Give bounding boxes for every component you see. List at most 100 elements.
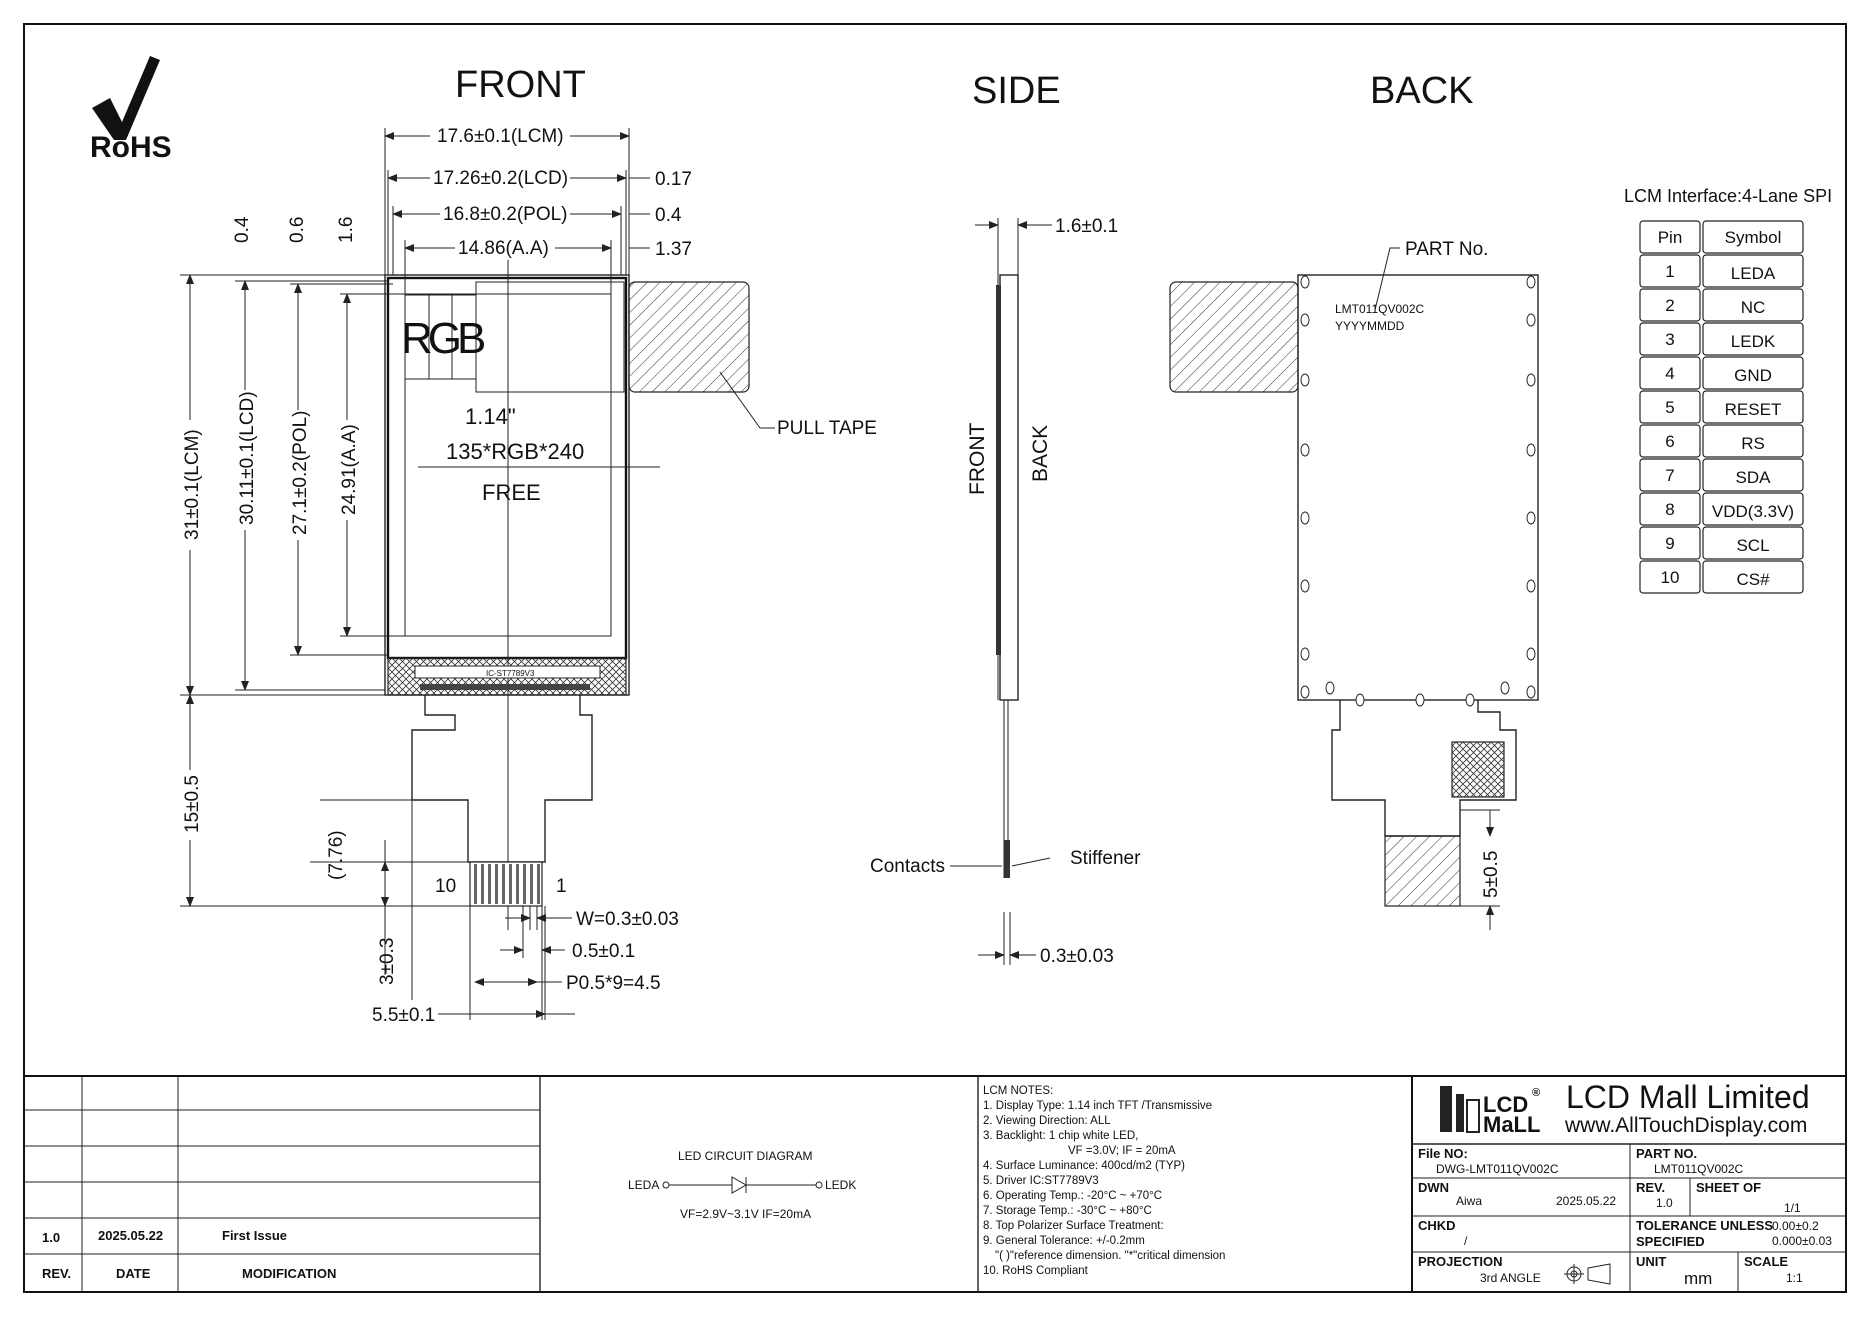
pixel-zoom-box [475, 281, 625, 393]
mounting-hole [1526, 685, 1536, 699]
mounting-hole [1300, 685, 1310, 699]
contacts-label: Contacts [870, 856, 945, 877]
note-line: 8. Top Polarizer Surface Treatment: [983, 1220, 1164, 1232]
symbol-cell [1702, 526, 1804, 560]
unit-label: UNIT [1636, 1254, 1666, 1269]
stiffener-label: Stiffener [1070, 848, 1141, 869]
rev-header: REV. [42, 1266, 71, 1281]
rev-block-label: REV. [1636, 1180, 1665, 1195]
pin-10-label: 10 [435, 876, 456, 897]
pin-symbol: GND [1734, 366, 1772, 385]
pin-cell [1639, 390, 1701, 424]
part-no-block-label: PART NO. [1636, 1146, 1697, 1161]
viewing-label: FREE [482, 480, 541, 505]
fpc-contact-pad [495, 864, 498, 904]
third-angle-projection-icon [1564, 1263, 1611, 1285]
logo-mall: MaLL [1483, 1112, 1540, 1137]
pin-number: 9 [1665, 534, 1674, 553]
back-pull-tape [1169, 281, 1299, 393]
pin-symbol: LEDA [1731, 264, 1776, 283]
check-mark-icon [92, 56, 160, 140]
notes-title: LCM NOTES: [983, 1085, 1053, 1097]
pin-number: 1 [1665, 262, 1674, 281]
fpc-contact-pad [516, 864, 519, 904]
pin-cell [1639, 492, 1701, 526]
back-mounting-holes [1300, 275, 1536, 707]
mounting-hole [1526, 275, 1536, 289]
dwn-label: DWN [1418, 1180, 1449, 1195]
dwn-value: Aiwa [1456, 1194, 1482, 1208]
led-circuit: LED CIRCUIT DIAGRAM LEDA LEDK VF=2.9V~3.… [628, 1149, 856, 1221]
led-spec: VF=2.9V~3.1V IF=20mA [680, 1207, 811, 1221]
note-line: 4. Surface Luminance: 400cd/m2 (TYP) [983, 1160, 1185, 1172]
rohs-label: RoHS [90, 131, 172, 164]
pin-number: 8 [1665, 500, 1674, 519]
fpc-contacts [469, 861, 543, 907]
symbol-cell [1702, 560, 1804, 594]
note-line: "( )"reference dimension. "*"critical di… [995, 1250, 1225, 1262]
pin-number: 4 [1665, 364, 1674, 383]
dim-aa-offset: 1.37 [655, 239, 692, 260]
dim-fpc-ref: (7.76) [326, 830, 347, 880]
symbol-cell [1702, 390, 1804, 424]
back-date-code: YYYYMMDD [1335, 319, 1405, 333]
symbol-cell [1702, 288, 1804, 322]
revision-table: 1.0 2025.05.22 First Issue REV. DATE MOD… [24, 1076, 541, 1292]
pin-cell [1639, 560, 1701, 594]
symbol-cell [1702, 322, 1804, 356]
symbol-cell [1702, 254, 1804, 288]
logo-lcd: LCD [1483, 1092, 1528, 1117]
rev-value: 1.0 [42, 1230, 60, 1245]
tolerance-2: 0.000±0.03 [1772, 1234, 1832, 1248]
pin-symbol: RESET [1725, 400, 1782, 419]
fpc-outline [411, 695, 593, 863]
fpc-contact-pad [502, 864, 505, 904]
fpc-contact-pad [509, 864, 512, 904]
dim-aa-width: 14.86(A.A) [458, 238, 549, 259]
note-line: 6. Operating Temp.: -20°C ~ +70°C [983, 1190, 1162, 1202]
mounting-hole [1355, 693, 1365, 707]
file-no-label: File NO: [1418, 1146, 1468, 1161]
back-view: PART No. LMT011QV002C YYYYMMDD 5±0.5 [1169, 239, 1539, 930]
pin-cell [1639, 424, 1701, 458]
size-label: 1.14" [465, 404, 516, 429]
pin-symbol: SDA [1736, 468, 1772, 487]
side-view: 1.6±0.1 FRONT BACK Contacts Stiffener 0.… [870, 216, 1141, 967]
company-website: www.AllTouchDisplay.com [1564, 1114, 1807, 1137]
dim-lcd-width: 17.26±0.2(LCD) [433, 168, 568, 189]
mounting-hole [1526, 373, 1536, 387]
pin-symbol: LEDK [1731, 332, 1776, 351]
led-circuit-title: LED CIRCUIT DIAGRAM [678, 1149, 812, 1163]
dim-fpc-length: 15±0.5 [182, 775, 203, 833]
dim-pol-width: 16.8±0.2(POL) [443, 204, 568, 225]
pin-cell [1639, 458, 1701, 492]
mounting-hole [1300, 511, 1310, 525]
back-view-title: BACK [1370, 70, 1473, 112]
tolerance-1: 0.00±0.2 [1772, 1219, 1819, 1233]
back-part-code: LMT011QV002C [1335, 302, 1424, 316]
note-line: 2. Viewing Direction: ALL [983, 1115, 1111, 1127]
dim-side-thickness: 1.6±0.1 [1055, 216, 1118, 237]
pin-number: 3 [1665, 330, 1674, 349]
symbol-header: Symbol [1725, 228, 1782, 247]
driver-ic [414, 665, 601, 679]
pin-header-cell [1639, 220, 1701, 254]
pin-number: 5 [1665, 398, 1674, 417]
mounting-hole [1325, 681, 1335, 695]
modification-header: MODIFICATION [242, 1266, 336, 1281]
mounting-hole [1526, 443, 1536, 457]
rev-block-value: 1.0 [1656, 1196, 1673, 1210]
rgb-label: RGB [401, 314, 485, 363]
note-line: 9. General Tolerance: +/-0.2mm [983, 1235, 1145, 1247]
pin-cell [1639, 288, 1701, 322]
lcd-mall-logo: LCD MaLL ® [1440, 1086, 1540, 1137]
part-no-value: LMT011QV002C [1654, 1162, 1743, 1176]
led-cathode: LEDK [825, 1178, 856, 1192]
pin-1-label: 1 [556, 876, 567, 897]
symbol-cell [1702, 356, 1804, 390]
led-diode-icon [731, 1176, 748, 1194]
pin-header: Pin [1658, 228, 1683, 247]
pin-symbol: CS# [1736, 570, 1770, 589]
mounting-hole [1526, 511, 1536, 525]
mounting-hole [1300, 579, 1310, 593]
